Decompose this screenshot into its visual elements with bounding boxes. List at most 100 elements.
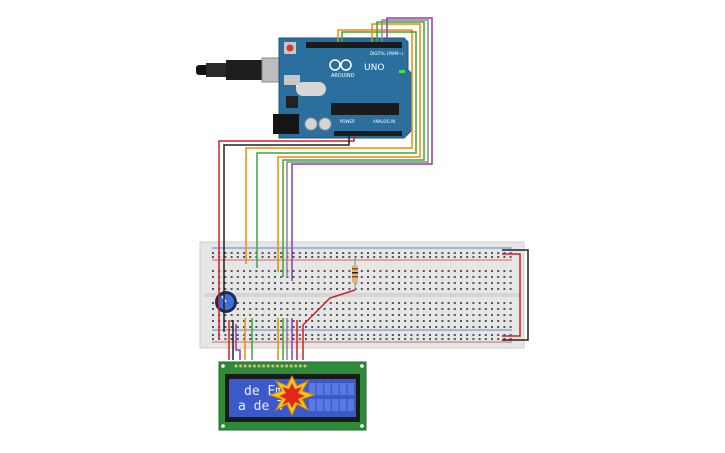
- lcd-pin[interactable]: [266, 364, 270, 368]
- lcd-pin[interactable]: [275, 364, 279, 368]
- breadboard-hole[interactable]: [354, 326, 357, 328]
- breadboard-hole[interactable]: [385, 314, 388, 316]
- breadboard-hole[interactable]: [243, 270, 245, 272]
- breadboard-hole[interactable]: [379, 282, 382, 284]
- breadboard-hole[interactable]: [429, 270, 431, 272]
- breadboard-hole[interactable]: [503, 314, 506, 316]
- breadboard-hole[interactable]: [410, 288, 413, 290]
- breadboard-hole[interactable]: [373, 282, 376, 284]
- breadboard-hole[interactable]: [224, 252, 227, 254]
- breadboard-hole[interactable]: [249, 256, 252, 258]
- breadboard-hole[interactable]: [491, 302, 493, 304]
- breadboard-hole[interactable]: [435, 282, 438, 284]
- breadboard-hole[interactable]: [336, 308, 338, 310]
- breadboard-hole[interactable]: [230, 314, 233, 316]
- breadboard-hole[interactable]: [255, 320, 258, 322]
- breadboard-hole[interactable]: [416, 326, 419, 328]
- breadboard-hole[interactable]: [391, 314, 394, 316]
- breadboard-hole[interactable]: [441, 276, 444, 278]
- breadboard-hole[interactable]: [243, 288, 245, 290]
- breadboard-hole[interactable]: [329, 282, 332, 284]
- breadboard-hole[interactable]: [484, 256, 487, 258]
- breadboard-hole[interactable]: [379, 270, 382, 272]
- breadboard-hole[interactable]: [311, 338, 314, 340]
- breadboard-hole[interactable]: [367, 270, 369, 272]
- breadboard-hole[interactable]: [249, 252, 252, 254]
- breadboard-hole[interactable]: [298, 334, 301, 336]
- breadboard-hole[interactable]: [460, 314, 462, 316]
- breadboard-hole[interactable]: [329, 276, 332, 278]
- breadboard-hole[interactable]: [267, 314, 270, 316]
- breadboard-hole[interactable]: [342, 270, 345, 272]
- breadboard-hole[interactable]: [472, 282, 475, 284]
- breadboard-hole[interactable]: [429, 282, 431, 284]
- breadboard-hole[interactable]: [329, 302, 332, 304]
- breadboard-hole[interactable]: [398, 314, 400, 316]
- breadboard-hole[interactable]: [274, 288, 276, 290]
- breadboard-hole[interactable]: [348, 338, 351, 340]
- breadboard-hole[interactable]: [336, 256, 338, 258]
- breadboard-hole[interactable]: [243, 256, 245, 258]
- breadboard-hole[interactable]: [261, 288, 264, 290]
- breadboard-hole[interactable]: [422, 252, 425, 254]
- wire-green-top[interactable]: [256, 31, 417, 268]
- breadboard-hole[interactable]: [509, 282, 512, 284]
- breadboard-hole[interactable]: [298, 326, 301, 328]
- breadboard-hole[interactable]: [249, 308, 252, 310]
- breadboard-hole[interactable]: [311, 276, 314, 278]
- breadboard-hole[interactable]: [453, 302, 456, 304]
- breadboard-hole[interactable]: [280, 320, 283, 322]
- breadboard-hole[interactable]: [305, 252, 307, 254]
- breadboard-hole[interactable]: [410, 252, 413, 254]
- breadboard-hole[interactable]: [503, 256, 506, 258]
- breadboard-hole[interactable]: [255, 276, 258, 278]
- breadboard-hole[interactable]: [379, 302, 382, 304]
- breadboard-hole[interactable]: [267, 338, 270, 340]
- breadboard-hole[interactable]: [367, 314, 369, 316]
- breadboard-hole[interactable]: [255, 314, 258, 316]
- breadboard-hole[interactable]: [503, 276, 506, 278]
- breadboard-hole[interactable]: [373, 276, 376, 278]
- breadboard-hole[interactable]: [410, 270, 413, 272]
- breadboard-hole[interactable]: [342, 334, 345, 336]
- breadboard-hole[interactable]: [441, 252, 444, 254]
- breadboard-hole[interactable]: [373, 308, 376, 310]
- breadboard-hole[interactable]: [243, 320, 245, 322]
- breadboard-hole[interactable]: [236, 326, 239, 328]
- breadboard-hole[interactable]: [416, 308, 419, 310]
- breadboard-hole[interactable]: [311, 334, 314, 336]
- breadboard-hole[interactable]: [317, 288, 320, 290]
- breadboard-hole[interactable]: [373, 302, 376, 304]
- breadboard-hole[interactable]: [348, 334, 351, 336]
- breadboard-hole[interactable]: [429, 288, 431, 290]
- breadboard-hole[interactable]: [255, 302, 258, 304]
- breadboard-hole[interactable]: [379, 276, 382, 278]
- wire-gray[interactable]: [286, 19, 429, 277]
- breadboard-hole[interactable]: [274, 334, 276, 336]
- breadboard-hole[interactable]: [360, 252, 363, 254]
- breadboard-hole[interactable]: [484, 326, 487, 328]
- breadboard-hole[interactable]: [305, 308, 307, 310]
- breadboard-hole[interactable]: [484, 302, 487, 304]
- breadboard-hole[interactable]: [298, 256, 301, 258]
- breadboard-hole[interactable]: [342, 302, 345, 304]
- breadboard-hole[interactable]: [267, 302, 270, 304]
- breadboard-hole[interactable]: [497, 288, 500, 290]
- breadboard-hole[interactable]: [509, 308, 512, 310]
- breadboard-hole[interactable]: [348, 276, 351, 278]
- breadboard-hole[interactable]: [243, 252, 245, 254]
- breadboard-hole[interactable]: [398, 252, 400, 254]
- breadboard-hole[interactable]: [497, 314, 500, 316]
- breadboard-hole[interactable]: [280, 314, 283, 316]
- lcd-pin[interactable]: [252, 364, 256, 368]
- breadboard-hole[interactable]: [491, 314, 493, 316]
- breadboard-hole[interactable]: [385, 252, 388, 254]
- breadboard-hole[interactable]: [373, 288, 376, 290]
- breadboard-hole[interactable]: [472, 270, 475, 272]
- breadboard-hole[interactable]: [243, 276, 245, 278]
- breadboard-hole[interactable]: [410, 334, 413, 336]
- breadboard-hole[interactable]: [404, 288, 407, 290]
- breadboard-hole[interactable]: [286, 282, 289, 284]
- breadboard-hole[interactable]: [453, 276, 456, 278]
- breadboard-hole[interactable]: [379, 288, 382, 290]
